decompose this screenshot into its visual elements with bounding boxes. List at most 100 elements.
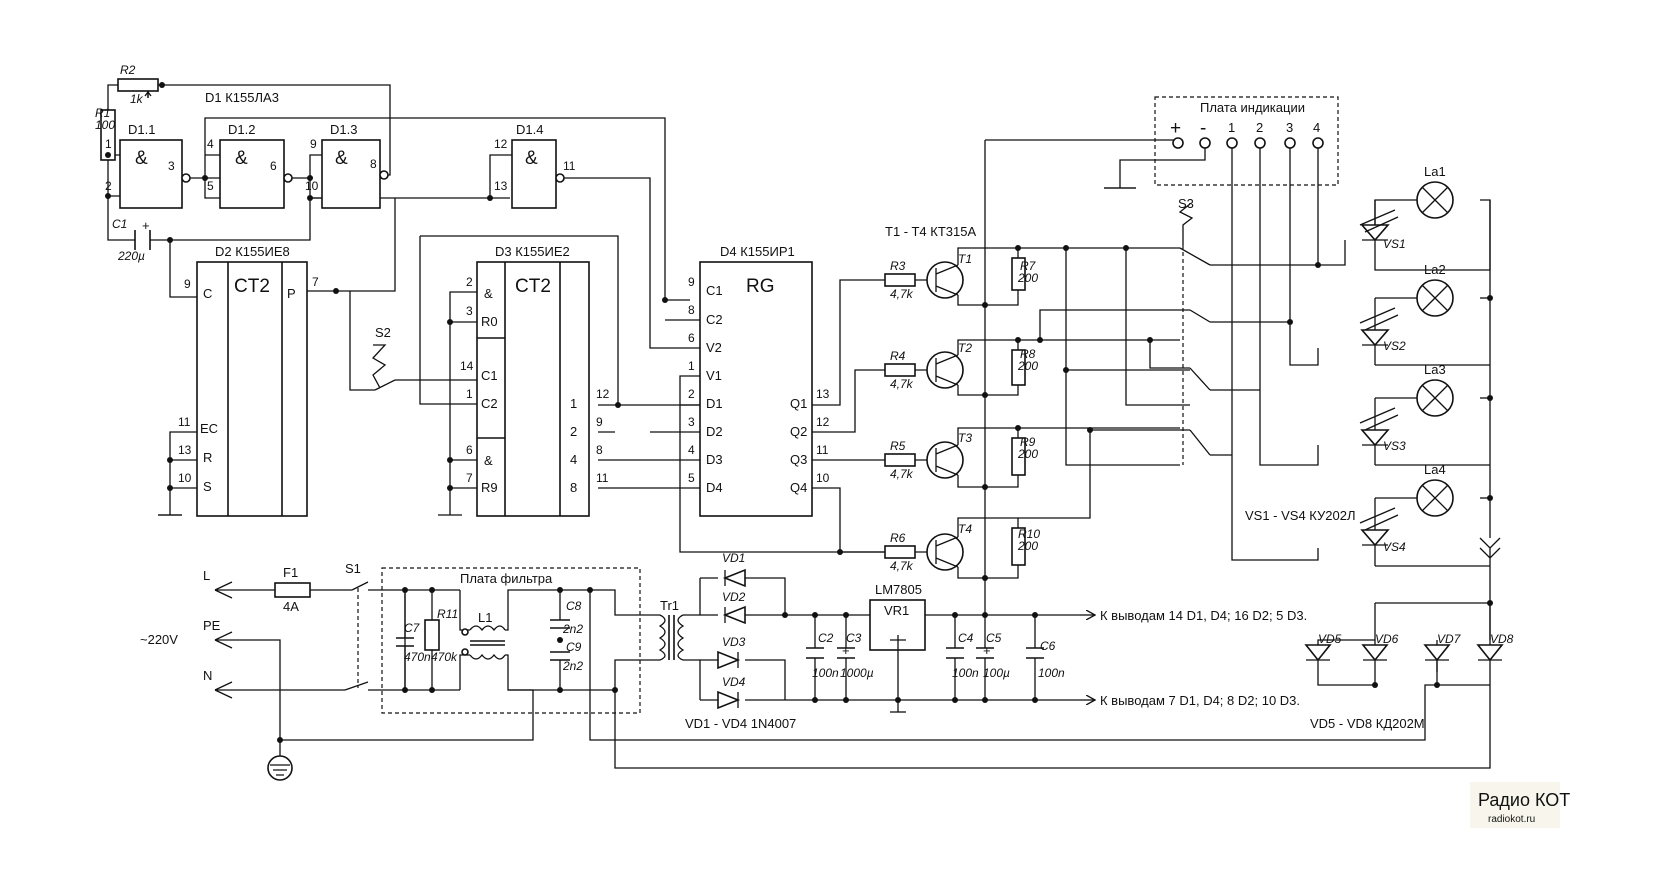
d3-pin-r0: R0: [481, 314, 498, 329]
pin-label: 11: [596, 471, 609, 485]
transistors-title: T1 - T4 КТ315А: [885, 224, 976, 239]
c5-value: 100µ: [983, 666, 1010, 680]
vd6-label: VD6: [1375, 632, 1399, 646]
vd3-label: VD3: [722, 635, 746, 649]
terminal-minus: -: [1200, 118, 1206, 139]
pin-label: 10: [178, 471, 192, 485]
c7-value: 470n: [404, 650, 431, 664]
c5-plus: +: [983, 643, 991, 658]
d4-pin-q2: Q2: [790, 424, 807, 439]
c2-label: C2: [818, 631, 834, 645]
pin-label: 11: [178, 415, 191, 429]
pin-label: 8: [596, 443, 603, 457]
r8-value: 200: [1017, 359, 1038, 373]
pin-label: 3: [466, 304, 473, 318]
c6-value: 100n: [1038, 666, 1065, 680]
c1-plus: +: [142, 218, 150, 233]
d11-label: D1.1: [128, 122, 155, 137]
c9-label: C9: [566, 640, 582, 654]
c3-value: 1000µ: [840, 666, 874, 680]
pin-label: 3: [688, 415, 695, 429]
r9-value: 200: [1017, 447, 1038, 461]
r1-value: 100: [95, 118, 115, 132]
pin-label: 1: [105, 137, 112, 151]
d13-label: D1.3: [330, 122, 357, 137]
vs1-label: VS1: [1383, 237, 1406, 251]
terminal-2: 2: [1256, 120, 1263, 135]
c8-value: 2n2: [562, 622, 583, 636]
pin-label: 1: [688, 359, 695, 373]
logo-main: Радио КОТ: [1478, 790, 1570, 810]
c5-label: C5: [986, 631, 1002, 645]
pin-label: 5: [688, 471, 695, 485]
d4-pin-d2: D2: [706, 424, 723, 439]
pin-label: 1: [466, 387, 473, 401]
mains-voltage: ~220V: [140, 632, 178, 647]
la2-label: La2: [1424, 262, 1446, 277]
c8-label: C8: [566, 599, 582, 613]
pin-label: 13: [494, 179, 508, 193]
c7-label: C7: [404, 621, 421, 635]
d14-label: D1.4: [516, 122, 543, 137]
ground-symbols: [158, 187, 1136, 516]
t2-label: T2: [958, 341, 972, 355]
vd7-label: VD7: [1437, 632, 1462, 646]
d13-and: &: [335, 148, 348, 169]
labels: D1 К155ЛА3 D2 К155ИЕ8 D3 К155ИЕ2 D4 К155…: [95, 63, 1570, 828]
d3-title: D3 К155ИЕ2: [495, 244, 570, 259]
pin-label: 6: [466, 443, 473, 457]
regulator-ref: VR1: [884, 603, 909, 618]
bridge1-title: VD1 - VD4 1N4007: [685, 716, 796, 731]
r9-label: R9: [1020, 435, 1036, 449]
d4-pin-c1: C1: [706, 283, 723, 298]
c2-value: 100n: [812, 666, 839, 680]
pin-label: 13: [178, 443, 192, 457]
vs2-label: VS2: [1383, 339, 1406, 353]
r5-label: R5: [890, 439, 906, 453]
f1-label: F1: [283, 565, 298, 580]
d4-pin-c2: C2: [706, 312, 723, 327]
pin-label: 12: [816, 415, 830, 429]
c1-label: C1: [112, 217, 127, 231]
pin-label: 3: [168, 159, 175, 173]
pin-label: 9: [184, 277, 191, 291]
c3-label: C3: [846, 631, 862, 645]
d3-and-bottom: &: [484, 453, 493, 468]
d3-pin-r9: R9: [481, 480, 498, 495]
mains-n: N: [203, 668, 212, 683]
pin-label: 8: [688, 303, 695, 317]
vd4-label: VD4: [722, 675, 746, 689]
f1-value: 4A: [283, 599, 299, 614]
pin-label: 4: [688, 443, 695, 457]
t3-label: T3: [958, 431, 972, 445]
pin-label: 6: [688, 331, 695, 345]
indication-board-title: Плата индикации: [1200, 100, 1305, 115]
d14-and: &: [525, 148, 538, 169]
r7-value: 200: [1017, 271, 1038, 285]
thyristors-title: VS1 - VS4 КУ202Л: [1245, 508, 1356, 523]
c4-value: 100n: [952, 666, 979, 680]
d4-title: D4 К155ИР1: [720, 244, 795, 259]
d2-pin-c: C: [203, 286, 212, 301]
la3-label: La3: [1424, 362, 1446, 377]
pin-label: 2: [466, 275, 473, 289]
d4-pin-q4: Q4: [790, 480, 807, 495]
r4-label: R4: [890, 349, 906, 363]
s2-label: S2: [375, 325, 391, 340]
pin-label: 10: [816, 471, 830, 485]
r11-label: R11: [437, 607, 458, 621]
l1-label: L1: [478, 610, 492, 625]
d2-pin-ec: EC: [200, 421, 218, 436]
d1-title: D1 К155ЛА3: [205, 90, 279, 105]
pin-label: 13: [816, 387, 830, 401]
pin-label: 2: [105, 179, 112, 193]
t1-label: T1: [958, 252, 972, 266]
pin-label: 7: [466, 471, 473, 485]
d4-pin-q1: Q1: [790, 396, 807, 411]
d2-pin-r: R: [203, 450, 212, 465]
indication-terminals: [1172, 137, 1324, 149]
r2-label: R2: [120, 63, 136, 77]
pin-label: 12: [494, 137, 508, 151]
c9-value: 2n2: [562, 659, 583, 673]
